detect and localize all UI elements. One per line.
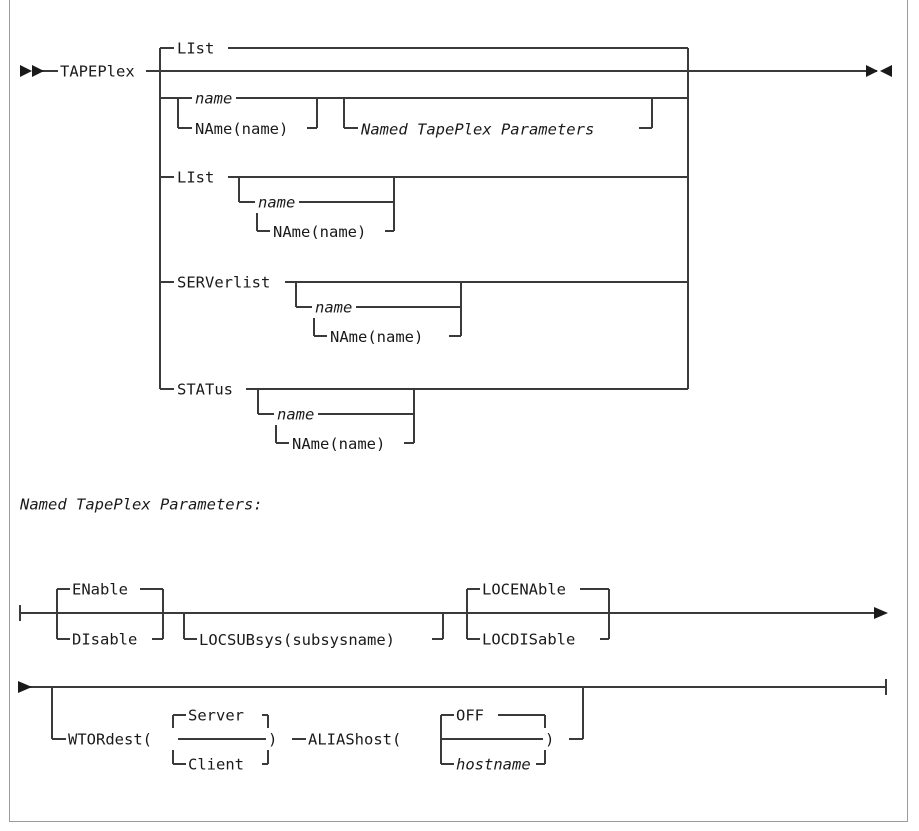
nameparen-arg-1: name [242, 120, 279, 138]
nameparen-kw-3: NAme( [330, 328, 377, 346]
option-wtordest[interactable]: WTORdest( [68, 731, 152, 749]
option-list-default[interactable]: LIst [177, 40, 214, 58]
option-name-2[interactable]: name [258, 194, 295, 212]
wtordest-close-paren: ) [268, 731, 277, 749]
option-status[interactable]: STATus [177, 381, 233, 399]
option-client[interactable]: Client [188, 756, 244, 774]
section-heading-wrap: Named TapePlex Parameters: [19, 496, 263, 514]
continuation-arrow-row2 [18, 681, 32, 693]
option-off[interactable]: OFF [456, 707, 484, 725]
option-locenable[interactable]: LOCENAble [482, 581, 566, 599]
option-serverlist[interactable]: SERVerlist [177, 274, 270, 292]
start-marker-main [20, 65, 44, 77]
option-name-paren-3[interactable]: NAme(name) [330, 328, 423, 346]
params-diagram-row1: ENable DIsable LOCSUBsys(subsysname) LOC… [19, 578, 888, 650]
option-name-paren-2[interactable]: NAme(name) [273, 223, 366, 241]
option-hostname[interactable]: hostname [456, 756, 531, 774]
option-name-1[interactable]: name [195, 90, 232, 108]
aliashost-close-paren: ) [545, 731, 554, 749]
nameparen-close-3: ) [414, 328, 423, 346]
main-syntax-diagram: TAPEPlex LIst name NAme(name) Named Tape… [20, 39, 892, 453]
locsubsys-close: ) [386, 631, 395, 649]
option-name-paren-1[interactable]: NAme(name) [195, 120, 288, 138]
option-list-2[interactable]: LIst [177, 169, 214, 187]
nameparen-close-4: ) [376, 435, 385, 453]
option-disable[interactable]: DIsable [72, 631, 137, 649]
keyword-tapeplex: TAPEPlex [60, 63, 135, 81]
nameparen-arg-4: name [339, 435, 376, 453]
option-name-paren-4[interactable]: NAme(name) [292, 435, 385, 453]
option-enable[interactable]: ENable [72, 581, 128, 599]
nameparen-kw-2: NAme( [273, 223, 320, 241]
option-name-3[interactable]: name [315, 299, 352, 317]
nameparen-kw-1: NAme( [195, 120, 242, 138]
option-aliashost[interactable]: ALIAShost( [308, 731, 401, 749]
params-diagram-row2: WTORdest( ) Server Client ALIAShost( ) O… [18, 679, 887, 775]
option-server[interactable]: Server [188, 707, 244, 725]
nameparen-arg-2: name [320, 223, 357, 241]
nameparen-kw-4: NAme( [292, 435, 339, 453]
nameparen-close-1: ) [279, 120, 288, 138]
continuation-arrow-row1 [874, 607, 888, 619]
locsubsys-arg: subsysname [292, 631, 385, 649]
option-locdisable[interactable]: LOCDISable [482, 631, 575, 649]
nameparen-close-2: ) [357, 223, 366, 241]
nameparen-arg-3: name [377, 328, 414, 346]
locsubsys-kw: LOCSUBsys( [199, 631, 292, 649]
section-heading-named-tapeplex-parameters: Named TapePlex Parameters: [19, 496, 263, 514]
end-marker-main [866, 65, 892, 77]
option-locsubsys[interactable]: LOCSUBsys(subsysname) [199, 631, 395, 649]
option-name-4[interactable]: name [277, 406, 314, 424]
reference-named-tapeplex-parameters[interactable]: Named TapePlex Parameters [360, 121, 594, 139]
